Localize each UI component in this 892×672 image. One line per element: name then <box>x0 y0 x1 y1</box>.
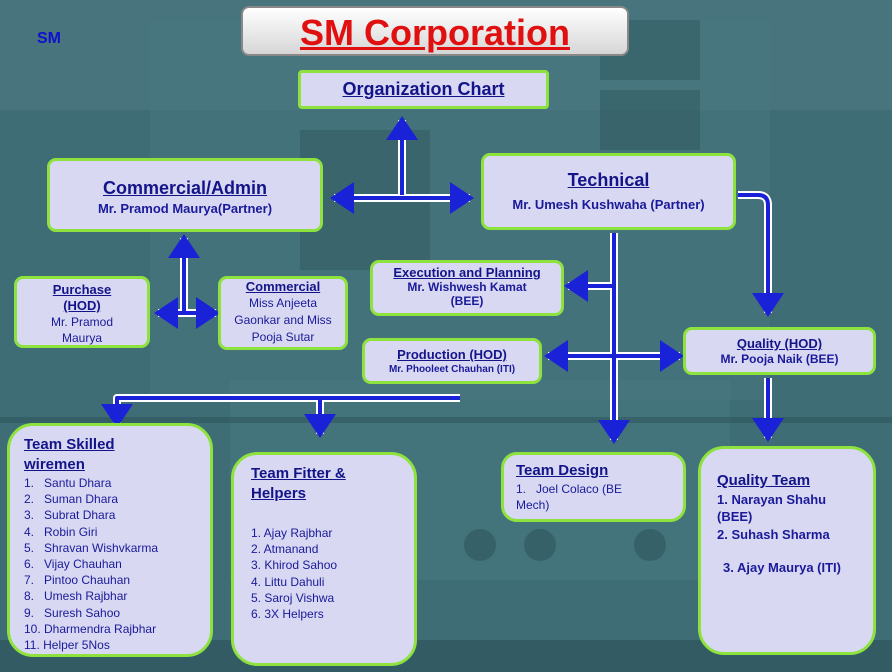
team-member: 11. Helper 5Nos <box>24 638 110 653</box>
quality-team-member-1: 1. Narayan Shahu (BEE) <box>717 492 827 524</box>
quality-team-member-2: 2. Suhash Sharma <box>717 527 830 542</box>
quality-hod-box: Quality (HOD) Mr. Pooja Naik (BEE) <box>683 327 876 375</box>
team-design-title: Team Design <box>516 462 609 479</box>
quality-team-member-3: 3. Ajay Maurya (ITI) <box>723 560 841 575</box>
execution-planning-box: Execution and Planning Mr. Wishwesh Kama… <box>370 260 564 316</box>
title-banner: SM Corporation <box>241 6 629 56</box>
commercial-admin-title: Commercial/Admin <box>102 178 268 198</box>
team-member: 3. Subrat Dhara <box>24 508 116 523</box>
team-member: 2. Suman Dhara <box>24 492 119 507</box>
team-fitter-title: Team Fitter & Helpers <box>251 465 346 502</box>
team-member: 5. Shravan Wishvkarma <box>24 540 159 555</box>
team-member: 1. Joel Colaco (BE Mech) <box>516 482 626 512</box>
team-member: 6. Vijay Chauhan <box>24 557 122 572</box>
purchase-box: Purchase (HOD) Mr. Pramod Maurya <box>14 276 150 348</box>
commercial-box: Commercial Miss Anjeeta Gaonkar and Miss… <box>218 276 348 350</box>
team-member: 4. Littu Dahuli <box>251 574 325 589</box>
team-member: 9. Suresh Sahoo <box>24 605 121 620</box>
quality-hod-title: Quality (HOD) <box>736 336 823 351</box>
commercial-person: Miss Anjeeta Gaonkar and Miss Pooja Suta… <box>234 296 332 344</box>
team-design-list: 1. Joel Colaco (BE Mech) <box>516 481 656 513</box>
purchase-title: Purchase (HOD) <box>52 282 112 313</box>
technical-person: Mr. Umesh Kushwaha (Partner) <box>512 197 705 212</box>
team-member: 7. Pintoo Chauhan <box>24 573 131 588</box>
quality-hod-person: Mr. Pooja Naik (BEE) <box>720 352 839 366</box>
team-member: 1. Ajay Rajbhar <box>251 526 333 540</box>
commercial-admin-person: Mr. Pramod Maurya(Partner) <box>97 201 273 216</box>
team-member: 5. Saroj Vishwa <box>251 590 335 605</box>
execution-person: Mr. Wishwesh Kamat <box>407 280 527 294</box>
production-title: Production (HOD) <box>397 347 507 362</box>
technical-box: Technical Mr. Umesh Kushwaha (Partner) <box>481 153 736 230</box>
team-member: 3. Khirod Sahoo <box>251 558 338 573</box>
execution-qual: (BEE) <box>450 294 484 308</box>
team-design-box: Team Design 1. Joel Colaco (BE Mech) <box>501 452 686 522</box>
purchase-person: Mr. Pramod Maurya <box>50 315 113 345</box>
production-box: Production (HOD) Mr. Phooleet Chauhan (I… <box>362 338 542 384</box>
quality-team-title: Quality Team <box>717 472 811 489</box>
team-member: 4. Robin Giri <box>24 524 98 539</box>
team-member: 1. Santu Dhara <box>24 476 112 490</box>
team-member: 10. Dharmendra Rajbhar <box>24 621 157 636</box>
execution-title: Execution and Planning <box>393 265 541 280</box>
technical-title: Technical <box>567 170 650 190</box>
commercial-title: Commercial <box>245 279 321 294</box>
team-skilled-box: Team Skilled wiremen 1. Santu Dhara 2. Su… <box>7 423 213 657</box>
team-member: 2. Atmanand <box>251 542 319 557</box>
commercial-admin-box: Commercial/Admin Mr. Pramod Maurya(Partn… <box>47 158 323 232</box>
page-title: SM Corporation <box>300 12 570 53</box>
sm-logo: SM <box>37 30 61 47</box>
team-skilled-title: Team Skilled wiremen <box>24 436 115 473</box>
team-member: 8. Umesh Rajbhar <box>24 589 128 604</box>
production-person: Mr. Phooleet Chauhan (ITI) <box>388 364 516 375</box>
org-chart-label: Organization Chart <box>342 79 505 99</box>
org-chart-box: Organization Chart <box>298 70 549 109</box>
quality-team-box: Quality Team 1. Narayan Shahu (BEE) 2. S… <box>698 446 876 655</box>
team-fitter-box: Team Fitter & Helpers 1. Ajay Rajbhar 2. … <box>231 452 417 666</box>
team-member: 6. 3X Helpers <box>251 607 324 622</box>
